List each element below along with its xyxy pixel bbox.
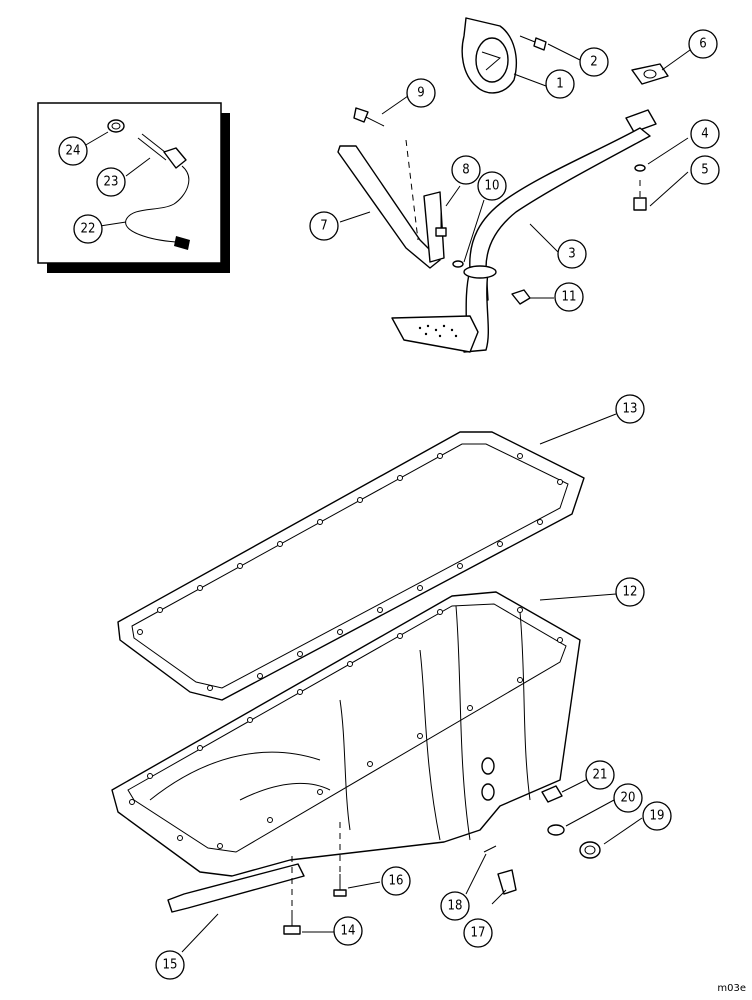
callout-15-label: 15 xyxy=(163,958,178,973)
bolt-14 xyxy=(283,856,301,935)
leader-lines xyxy=(83,43,691,953)
callout-20: 20 xyxy=(613,783,643,813)
callout-11-label: 11 xyxy=(562,290,577,305)
callout-7: 7 xyxy=(309,211,339,241)
callout-22: 22 xyxy=(73,214,103,244)
bolt-16 xyxy=(333,822,347,897)
callout-12: 12 xyxy=(615,577,645,607)
callout-11: 11 xyxy=(554,282,584,312)
suction-tube-3 xyxy=(463,109,657,353)
bolt-9 xyxy=(353,107,385,127)
washer-10 xyxy=(452,260,464,268)
callout-17: 17 xyxy=(463,918,493,948)
callout-8: 8 xyxy=(451,155,481,185)
callout-13-label: 13 xyxy=(623,402,638,417)
callout-20-label: 20 xyxy=(621,791,636,806)
callout-1-label: 1 xyxy=(556,77,563,92)
callout-4: 4 xyxy=(690,119,720,149)
callout-23: 23 xyxy=(96,167,126,197)
fitting-17 xyxy=(497,869,517,895)
callout-6-label: 6 xyxy=(699,37,706,52)
callout-5: 5 xyxy=(690,155,720,185)
callout-15: 15 xyxy=(155,950,185,980)
washer-4 xyxy=(634,164,646,172)
callout-16-label: 16 xyxy=(389,874,404,889)
bracket-7 xyxy=(337,139,445,269)
callout-5-label: 5 xyxy=(701,163,708,178)
strainer xyxy=(391,315,479,353)
callout-14: 14 xyxy=(333,916,363,946)
bolt-2 xyxy=(519,35,547,51)
callout-12-label: 12 xyxy=(623,585,638,600)
callout-1: 1 xyxy=(545,69,575,99)
nut-11 xyxy=(511,289,531,305)
callout-6: 6 xyxy=(688,29,718,59)
strip-15 xyxy=(167,863,305,913)
callout-14-label: 14 xyxy=(341,924,356,939)
oil-pan-12 xyxy=(111,591,581,877)
callout-10: 10 xyxy=(477,171,507,201)
callout-21-label: 21 xyxy=(593,768,608,783)
washer-20 xyxy=(547,824,565,836)
callout-24-label: 24 xyxy=(66,144,81,159)
part-18 xyxy=(483,845,497,853)
callout-21: 21 xyxy=(585,760,615,790)
flange-gasket-6 xyxy=(631,63,669,85)
callout-18: 18 xyxy=(440,891,470,921)
callout-23-label: 23 xyxy=(104,175,119,190)
inset-box xyxy=(37,102,230,273)
callout-9-label: 9 xyxy=(417,86,424,101)
callout-10-label: 10 xyxy=(485,179,500,194)
callout-13: 13 xyxy=(615,394,645,424)
callout-2: 2 xyxy=(579,47,609,77)
oil-pump-body xyxy=(461,17,518,94)
callout-19-label: 19 xyxy=(650,809,665,824)
callout-18-label: 18 xyxy=(448,899,463,914)
callout-16: 16 xyxy=(381,866,411,896)
callout-22-label: 22 xyxy=(81,222,96,237)
callout-4-label: 4 xyxy=(701,127,708,142)
callout-9: 9 xyxy=(406,78,436,108)
bolt-5 xyxy=(633,180,647,211)
plug-19 xyxy=(579,841,601,859)
callout-17-label: 17 xyxy=(471,926,486,941)
gasket-13 xyxy=(117,431,585,701)
fitting-21 xyxy=(541,785,563,803)
callout-8-label: 8 xyxy=(462,163,469,178)
callout-19: 19 xyxy=(642,801,672,831)
bolt-8 xyxy=(435,212,447,237)
callout-2-label: 2 xyxy=(590,55,597,70)
callout-3: 3 xyxy=(557,239,587,269)
callout-24: 24 xyxy=(58,136,88,166)
callout-7-label: 7 xyxy=(320,219,327,234)
callout-3-label: 3 xyxy=(568,247,575,262)
image-code: m03e xyxy=(717,983,746,994)
inset-parts xyxy=(107,119,190,250)
